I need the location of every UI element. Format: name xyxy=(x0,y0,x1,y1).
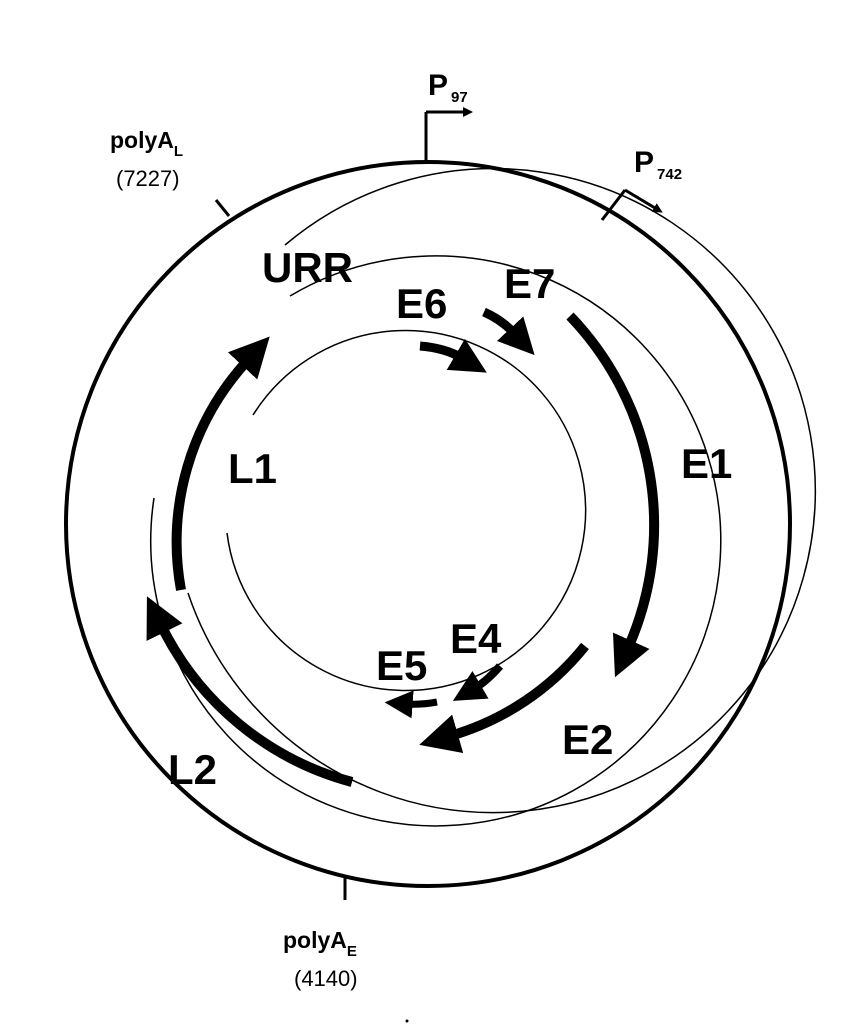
l1-arrow xyxy=(171,336,270,591)
e7-arrow xyxy=(482,307,535,356)
e1-arrow xyxy=(566,312,660,678)
e4-label: E4 xyxy=(450,615,502,662)
e6-arrow xyxy=(419,338,487,373)
scan-speck xyxy=(405,1019,409,1023)
e2-label: E2 xyxy=(562,716,613,763)
frame-track-outer xyxy=(187,167,817,814)
p742-arrow-icon xyxy=(624,188,663,213)
l2-label: L2 xyxy=(168,746,217,793)
e7-label: E7 xyxy=(504,260,555,307)
e5-label: E5 xyxy=(376,642,427,689)
polyae-position: (4140) xyxy=(294,966,358,991)
p742-tick xyxy=(600,189,627,221)
e5-arrow xyxy=(384,690,438,719)
polyal-position: (7227) xyxy=(116,166,180,191)
e6-label: E6 xyxy=(396,280,447,327)
e2-arrow xyxy=(419,642,589,753)
l1-label: L1 xyxy=(228,445,277,492)
e1-label: E1 xyxy=(681,440,732,487)
e4-arrow xyxy=(452,663,504,701)
l2-arrow xyxy=(146,596,354,787)
urr-label: URR xyxy=(262,244,353,291)
polyal-tick xyxy=(214,199,231,217)
genome-outer-circle xyxy=(64,160,792,888)
frame-track-inner xyxy=(226,329,587,692)
polyae-label: polyAE xyxy=(283,927,357,960)
polyal-label: polyAL xyxy=(110,127,183,160)
frame-track-middle xyxy=(150,255,722,827)
